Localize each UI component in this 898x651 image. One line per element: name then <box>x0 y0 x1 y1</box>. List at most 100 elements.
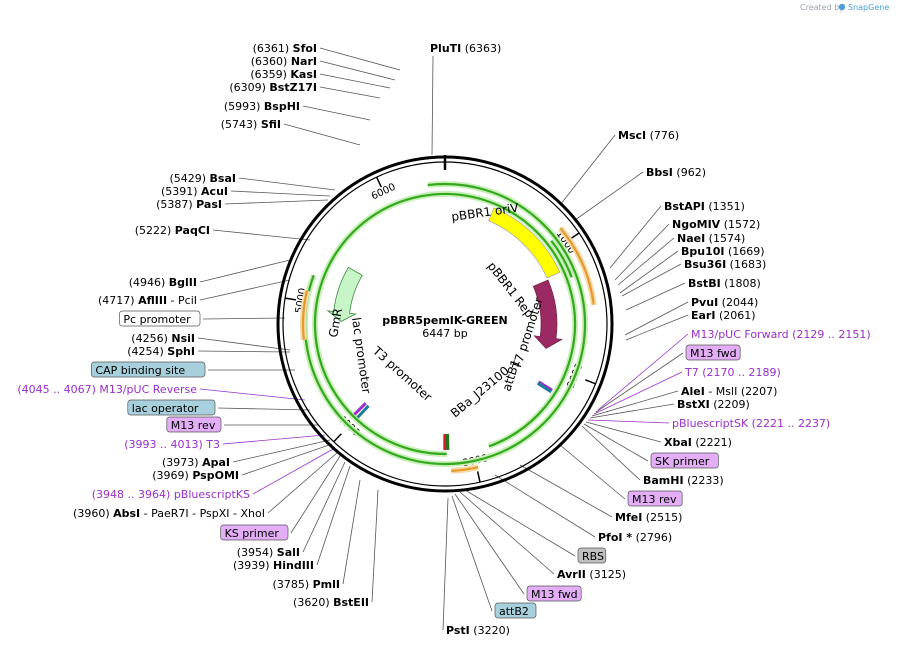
enzyme-extra: - PciI <box>167 294 197 307</box>
enzyme-label: (6361) SfoI <box>253 42 317 55</box>
enzyme-label: (4946) BglII <box>129 276 197 289</box>
site-label: (3939) HindIII <box>233 559 314 572</box>
site-label: PluTI (6363) <box>430 42 501 55</box>
feature-tag-label: RBS <box>582 550 604 563</box>
enzyme-label: (6359) KasI <box>250 68 317 81</box>
leader-line <box>464 489 576 557</box>
site-label: (5222) PaqCI <box>135 224 210 237</box>
enzyme-label: Bsu36I (1683) <box>684 258 766 271</box>
enzyme-position: (962) <box>673 166 706 179</box>
enzyme-position: (1572) <box>720 218 760 231</box>
site-label: (6359) KasI <box>250 68 317 81</box>
site-label: PvuI (2044) <box>691 296 758 309</box>
enzyme-name: NgoMIV <box>672 218 721 231</box>
enzyme-name: PluTI <box>430 42 461 55</box>
leader-line <box>624 301 689 336</box>
leader-line <box>585 421 662 443</box>
site-label: (6309) BstZ17I <box>229 81 317 94</box>
feature-pbbr1-oriv <box>488 207 561 279</box>
enzyme-name: SfiI <box>261 118 281 131</box>
leader-line <box>595 352 684 413</box>
site-label: BamHI (2233) <box>643 474 724 487</box>
feature-tag-label: Pc promoter <box>123 313 191 326</box>
leader-line <box>619 250 679 294</box>
feature-label-gmr: GmR <box>326 307 345 338</box>
enzyme-position: (2221) <box>692 436 732 449</box>
leader-line <box>202 317 286 320</box>
enzyme-name: BstXI <box>677 398 710 411</box>
enzyme-position: (1683) <box>726 258 766 271</box>
plasmid-size: 6447 bp <box>422 327 467 340</box>
enzyme-position: (5222) <box>135 224 175 237</box>
enzyme-name: PasI <box>196 198 222 211</box>
site-label: CAP binding site <box>91 361 206 378</box>
leader-line <box>222 434 326 445</box>
enzyme-position: (3785) <box>273 578 313 591</box>
feature-tag <box>577 547 607 564</box>
site-label: (3954) SalI <box>237 546 300 559</box>
leader-line <box>212 229 311 241</box>
enzyme-position: (1574) <box>705 232 745 245</box>
enzyme-name: PmlI <box>313 578 340 591</box>
enzyme-position: (2207) <box>737 385 777 398</box>
tick-label: 6000 <box>370 182 398 203</box>
enzyme-name: BstEII <box>333 596 369 609</box>
site-label: AleI - MslI (2207) <box>681 385 777 398</box>
site-label: pBluescriptSK (2221 .. 2237) <box>672 417 830 430</box>
enzyme-label: NaeI (1574) <box>677 232 745 245</box>
enzyme-label: BstAPI (1351) <box>664 200 745 213</box>
enzyme-name: HindIII <box>273 559 314 572</box>
site-label: (3993 .. 4013) T3 <box>124 438 220 451</box>
enzyme-label: (5743) SfiI <box>221 118 281 131</box>
enzyme-name: BstZ17I <box>269 81 317 94</box>
site-label: M13 rev <box>627 490 683 507</box>
site-label: M13 rev <box>166 416 222 433</box>
feature-tag-label: M13 fwd <box>690 347 737 360</box>
enzyme-name: PstI <box>446 624 470 637</box>
leader-line <box>302 105 371 121</box>
leader-line <box>621 263 682 297</box>
feature-tag-label: SK primer <box>655 455 710 468</box>
tick-mark <box>375 176 382 188</box>
feature-tag <box>685 344 741 361</box>
site-marker <box>536 381 552 394</box>
feature-label-t3-promoter: T3 promoter <box>369 343 434 404</box>
site-label: NaeI (1574) <box>677 232 745 245</box>
primer-label: (3948 .. 3964) pBluescriptKS <box>92 488 250 501</box>
enzyme-name: BsaI <box>210 172 236 185</box>
enzyme-position: (4717) <box>98 294 138 307</box>
site-label: Bpu10I (1669) <box>681 245 765 258</box>
enzyme-extra: - PaeR7I - PspXI - XhoI <box>140 507 265 520</box>
enzyme-position: (5743) <box>221 118 261 131</box>
enzyme-label: PfoI * (2796) <box>598 531 672 544</box>
feature-tag <box>220 524 289 541</box>
enzyme-name: PaqCI <box>175 224 210 237</box>
orange-arc <box>301 290 309 341</box>
enzyme-label: AleI - MslI (2207) <box>681 385 777 398</box>
enzyme-name: BbsI <box>646 166 673 179</box>
enzyme-position: (3125) <box>586 568 626 581</box>
primer-label: M13/pUC Forward (2129 .. 2151) <box>691 328 871 341</box>
enzyme-label: MscI (776) <box>618 129 679 142</box>
watermark: Created by SnapGene <box>800 3 889 12</box>
site-label: (3620) BstEII <box>293 596 369 609</box>
leader-line <box>319 73 391 89</box>
enzyme-position: (3973) <box>162 456 202 469</box>
enzyme-position: (5387) <box>156 198 196 211</box>
enzyme-label: (3969) PspOMI <box>152 469 239 482</box>
enzyme-label: (5387) PasI <box>156 198 222 211</box>
enzyme-position: (3960) <box>73 507 113 520</box>
leader-line <box>617 237 675 286</box>
leader-line <box>224 199 329 205</box>
feature-tag <box>494 602 537 619</box>
leader-line <box>614 223 670 281</box>
enzyme-label: EarI (2061) <box>691 309 756 322</box>
leader-line <box>442 497 449 631</box>
enzyme-position: (6363) <box>461 42 501 55</box>
feature-tag-label: CAP binding site <box>95 364 185 377</box>
site-marker <box>356 404 370 419</box>
feature-pbbr1-rep <box>532 279 563 349</box>
site-label: Pc promoter <box>119 310 201 327</box>
site-label: PstI (3220) <box>446 624 510 637</box>
